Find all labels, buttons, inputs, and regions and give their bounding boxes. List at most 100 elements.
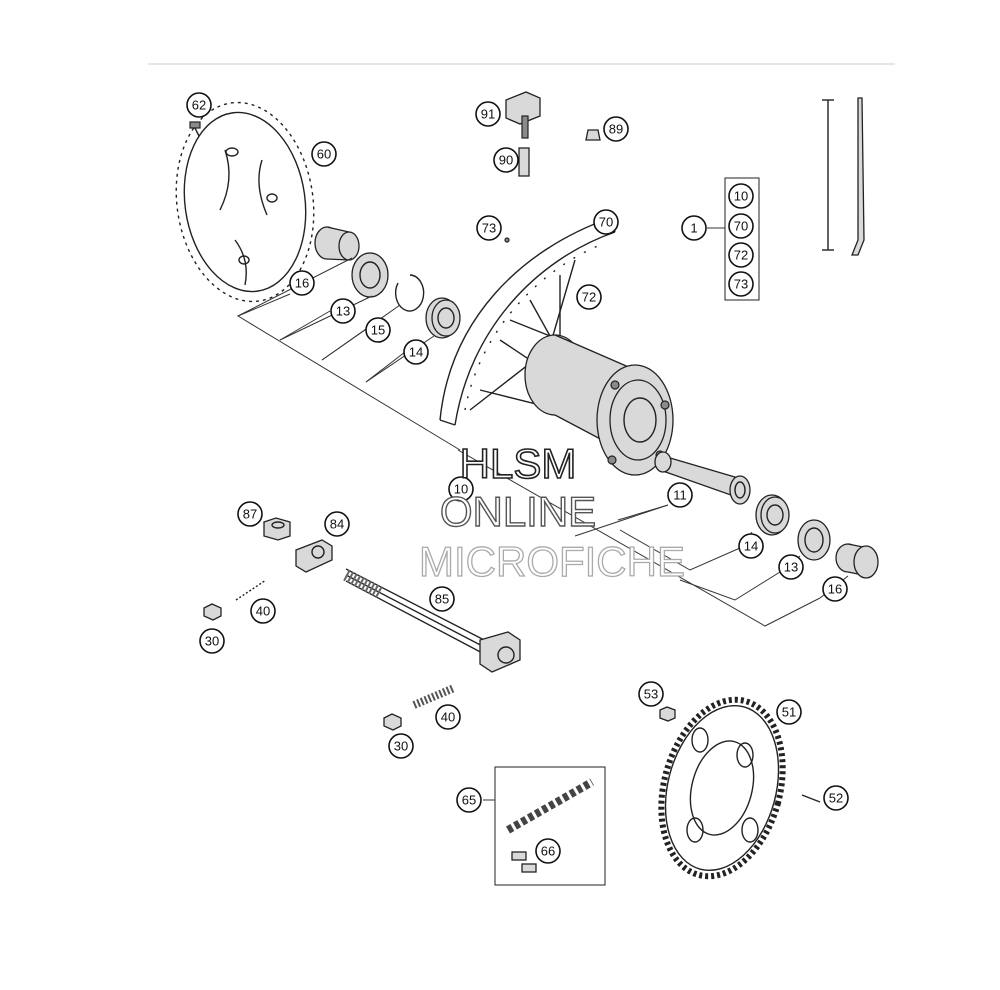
- svg-text:14: 14: [409, 345, 423, 360]
- callout-30-lower: 30: [388, 733, 414, 759]
- callout-70-rim: 70: [593, 209, 619, 235]
- spacer-left: [314, 226, 360, 261]
- svg-text:30: 30: [394, 739, 408, 754]
- callout-15: 15: [365, 317, 391, 343]
- callout-87: 87: [237, 501, 263, 527]
- callout-52: 52: [823, 785, 849, 811]
- callout-51: 51: [776, 699, 802, 725]
- chain-adjuster-left: [295, 539, 333, 573]
- callout-73-spoke-nipple: 73: [476, 215, 502, 241]
- valve-cap-assembly: [505, 91, 541, 139]
- nut-upper: [203, 603, 222, 621]
- callout-14-left: 14: [403, 339, 429, 365]
- axle: [343, 568, 521, 673]
- bearing-left: [425, 297, 461, 339]
- svg-text:87: 87: [243, 507, 257, 522]
- brake-disc: [175, 101, 315, 303]
- valve-stem: [518, 147, 530, 177]
- svg-text:11: 11: [673, 488, 687, 503]
- callout-40-upper: 40: [250, 598, 276, 624]
- callout-40-lower: 40: [435, 704, 461, 730]
- callout-16-right: 16: [822, 576, 848, 602]
- svg-text:73: 73: [482, 221, 496, 236]
- kit-callout-70: 70: [728, 213, 754, 239]
- rear-sprocket: [658, 696, 786, 880]
- callout-89: 89: [603, 116, 629, 142]
- callout-10-wheel: 10: [448, 476, 474, 502]
- svg-text:13: 13: [336, 304, 350, 319]
- svg-text:66: 66: [541, 844, 555, 859]
- svg-text:1: 1: [690, 221, 697, 236]
- svg-text:91: 91: [481, 107, 495, 122]
- watermark-line2: ONLINE: [440, 488, 596, 535]
- adjuster-screw-upper: [235, 579, 267, 601]
- svg-text:13: 13: [784, 560, 798, 575]
- svg-text:62: 62: [192, 98, 206, 113]
- callout-16-left: 16: [289, 270, 315, 296]
- callout-65: 65: [456, 787, 482, 813]
- callout-60: 60: [311, 141, 337, 167]
- watermark-line3: MICROFICHE: [419, 538, 685, 585]
- svg-text:72: 72: [734, 248, 748, 263]
- spoke-nipple: [504, 237, 510, 243]
- distance-sleeve: [654, 451, 751, 505]
- wheel-hub: [524, 334, 674, 476]
- svg-text:10: 10: [734, 189, 748, 204]
- svg-text:51: 51: [782, 705, 796, 720]
- shaft-seal-right: [797, 519, 831, 561]
- callout-72-spokes: 72: [576, 284, 602, 310]
- svg-text:60: 60: [317, 147, 331, 162]
- sprocket-bolt: [801, 794, 821, 803]
- svg-text:72: 72: [582, 290, 596, 305]
- callout-85: 85: [429, 586, 455, 612]
- svg-text:70: 70: [734, 219, 748, 234]
- svg-text:90: 90: [499, 153, 513, 168]
- callout-13-left: 13: [330, 298, 356, 324]
- watermark: HLSM ONLINE MICROFICHE: [418, 439, 685, 585]
- kit-callout-73: 73: [728, 271, 754, 297]
- svg-text:15: 15: [371, 323, 385, 338]
- chain-master-link: [511, 851, 537, 873]
- shaft-seal-left: [351, 252, 389, 298]
- adjuster-screw-lower: [412, 684, 456, 709]
- svg-text:53: 53: [644, 687, 658, 702]
- callout-13-right: 13: [778, 554, 804, 580]
- svg-text:16: 16: [828, 582, 842, 597]
- sprocket-nut: [659, 706, 676, 722]
- svg-text:40: 40: [256, 604, 270, 619]
- svg-text:14: 14: [744, 539, 758, 554]
- svg-text:85: 85: [435, 592, 449, 607]
- svg-text:70: 70: [599, 215, 613, 230]
- callout-91: 91: [475, 101, 501, 127]
- callout-90: 90: [493, 147, 519, 173]
- svg-text:10: 10: [454, 482, 468, 497]
- callout-1: 1: [681, 215, 707, 241]
- svg-text:65: 65: [462, 793, 476, 808]
- watermark-line1: HLSM: [460, 440, 577, 487]
- callout-66: 66: [535, 838, 561, 864]
- wheel-kit-bracket: [707, 177, 760, 301]
- svg-text:30: 30: [205, 634, 219, 649]
- svg-text:89: 89: [609, 122, 623, 137]
- valve-cap: [585, 129, 601, 141]
- svg-text:84: 84: [330, 517, 344, 532]
- bearing-right: [755, 494, 790, 536]
- callout-14-right: 14: [738, 533, 764, 559]
- chain-kit-box: [483, 766, 606, 886]
- chain: [506, 778, 594, 834]
- svg-text:52: 52: [829, 791, 843, 806]
- nut-lower: [383, 713, 402, 731]
- kit-callout-72: 72: [728, 242, 754, 268]
- callout-84: 84: [324, 511, 350, 537]
- kit-callout-10: 10: [728, 183, 754, 209]
- svg-text:73: 73: [734, 277, 748, 292]
- callout-30-upper: 30: [199, 628, 225, 654]
- callout-62: 62: [186, 92, 212, 118]
- spoke-length-detail: [822, 97, 865, 256]
- disc-screw: [189, 121, 201, 137]
- callout-53: 53: [638, 681, 664, 707]
- circlip: [394, 274, 425, 312]
- chain-adjuster-nut: [263, 517, 291, 541]
- callout-11: 11: [667, 482, 693, 508]
